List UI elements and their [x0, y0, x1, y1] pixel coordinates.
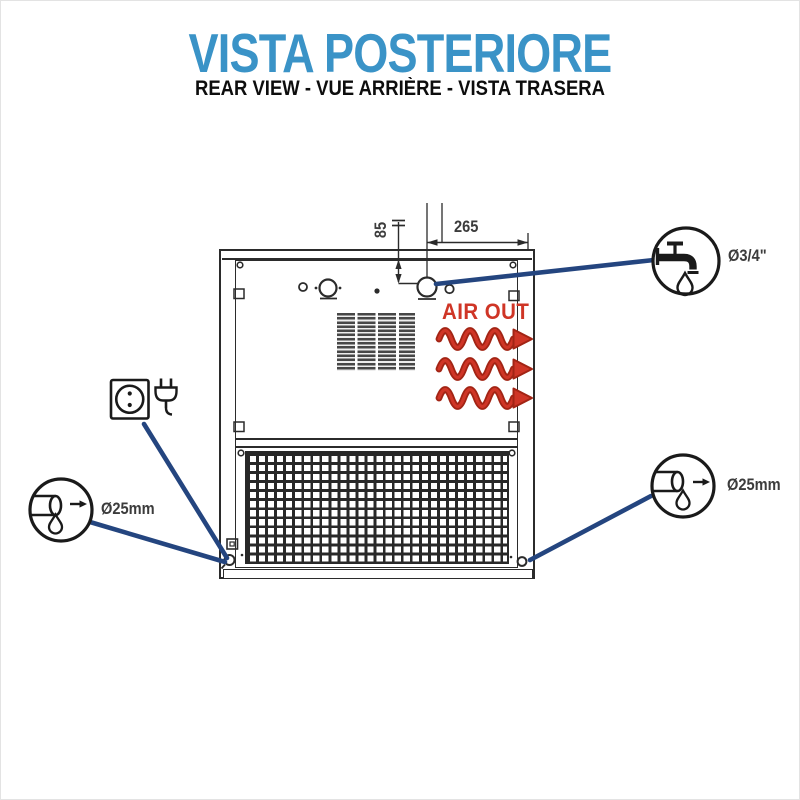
page-subtitle: REAR VIEW - VUE ARRIÈRE - VISTA TRASERA	[194, 77, 605, 100]
dimension-265-label: 265	[454, 217, 479, 236]
machine-base	[223, 569, 533, 579]
power-callout	[109, 378, 178, 420]
leader-drain-left	[87, 519, 228, 565]
top-panel-fittings	[298, 276, 455, 300]
water-inlet-port	[416, 276, 438, 298]
leader-lines	[87, 257, 657, 565]
leader-water-inlet	[433, 257, 657, 287]
dimension-265-lines	[426, 203, 529, 278]
screws-and-details	[220, 261, 528, 570]
air-out-label: AIR OUT	[442, 299, 530, 324]
water-inlet-size-label: Ø3/4"	[728, 246, 767, 265]
leader-drain-right	[527, 493, 654, 563]
drain-pipe-icon	[30, 494, 87, 535]
panel-divider	[235, 439, 518, 447]
page-title: VISTA POSTERIORE	[188, 22, 613, 84]
drain-right-size-label: Ø25mm	[727, 475, 781, 494]
power-socket-icon	[109, 378, 150, 420]
tap-icon	[655, 241, 699, 297]
perforated-grille	[245, 451, 509, 564]
dimension-85-label: 85	[371, 221, 390, 239]
leader-power	[141, 421, 230, 561]
plug-icon	[154, 378, 178, 416]
drain-left-size-label: Ø25mm	[101, 499, 155, 518]
dimension-85-lines	[392, 219, 418, 285]
drain-right-callout	[650, 453, 716, 519]
machine-top-rim	[222, 258, 532, 260]
drain-pipe-icon	[652, 470, 710, 511]
drain-left-callout	[28, 477, 94, 543]
vent-grille	[337, 313, 415, 371]
water-inlet-callout	[651, 226, 721, 297]
air-out-arrows	[435, 327, 533, 410]
drain-outlet-right	[516, 556, 528, 567]
